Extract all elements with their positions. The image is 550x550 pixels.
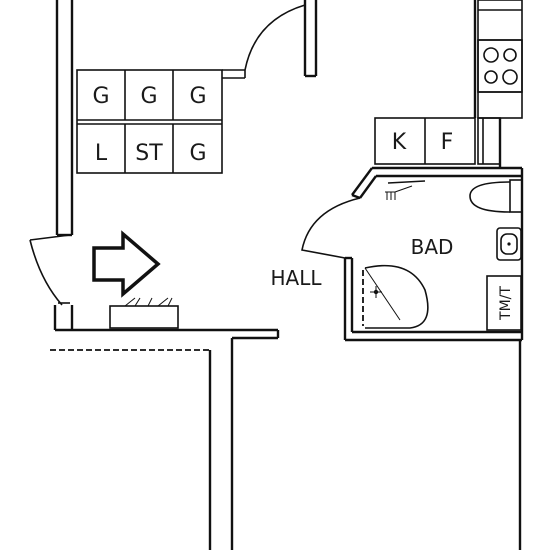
washer-dryer-icon — [486, 275, 522, 331]
entrance-door — [29, 234, 74, 330]
room-label-bad: BAD — [411, 235, 454, 259]
hall-bottom-wall — [50, 328, 522, 550]
cabinet-label-k: K — [392, 130, 407, 155]
entrance-arrow-icon — [92, 230, 161, 298]
closet-label-g4: G — [189, 141, 206, 166]
cabinet-label-f: F — [441, 130, 454, 155]
closet-label-l: L — [95, 141, 108, 166]
top-door — [244, 0, 318, 78]
bathroom-door — [301, 197, 361, 259]
left-wall — [55, 0, 74, 237]
washer-dryer-label: TM/T — [498, 286, 514, 321]
room-label-hall: HALL — [270, 266, 322, 290]
stove-icon — [477, 39, 523, 93]
closet-label-g2: G — [140, 84, 157, 109]
closet-label-st: ST — [135, 141, 163, 166]
closet-label-g1: G — [92, 84, 109, 109]
closet-block — [76, 69, 246, 174]
shoe-rack — [109, 297, 179, 329]
sink-icon — [496, 227, 522, 261]
closet-label-g3: G — [189, 84, 206, 109]
shower-icon — [362, 264, 429, 329]
towel-rail-icon — [385, 180, 426, 200]
bathroom-walls — [343, 166, 524, 342]
toilet-icon — [469, 179, 523, 213]
